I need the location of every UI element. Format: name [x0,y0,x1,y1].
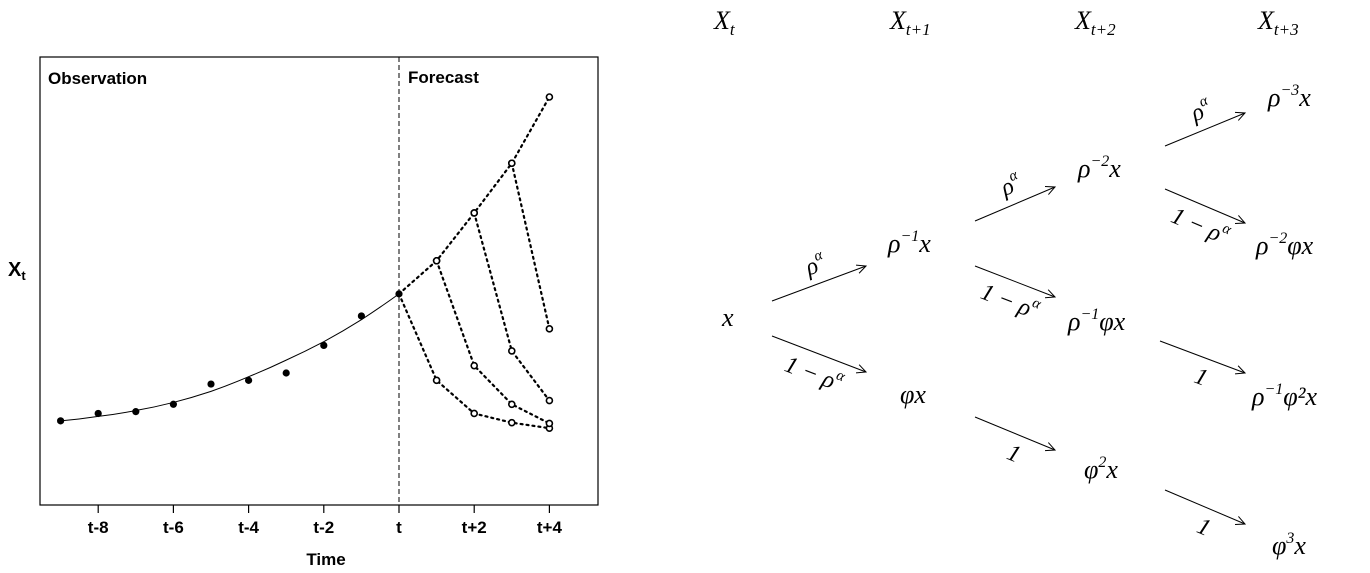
forecast-point [507,347,516,355]
edge-label-one-minus-rho-alpha: 1 − ρα [977,276,1044,325]
observed-point [320,341,328,349]
forecast-point [470,409,479,418]
x-tick-label: t-6 [163,518,184,537]
column-header-xt3: Xt+3 [1257,6,1299,39]
tree-edge [1164,489,1246,525]
forecast-point [545,396,554,405]
observed-point [169,400,177,408]
forecast-point [545,93,554,101]
tree-edge [1164,112,1246,147]
forecast-path [473,211,551,402]
forecast-point [432,256,441,265]
y-axis-label-sub: t [21,268,26,283]
node-rho-inv-phi-x: ρ−1φx [1067,306,1126,336]
node-phi3-x: φ3x [1272,530,1306,560]
tree-edge [974,186,1056,222]
y-axis-label: Xt [8,259,26,283]
observed-point [132,408,140,416]
observed-point [57,417,65,425]
forecast-path [397,292,551,430]
edge-label-one-minus-rho-alpha: 1 − ρα [1167,200,1234,250]
node-rho-inv-x: ρ−1x [887,228,931,258]
fitted-curve [60,293,400,422]
tree-edge-arrowhead [1234,516,1247,525]
observed-points [57,290,403,425]
tree-edge-arrowhead [1044,442,1057,452]
observed-point [207,380,215,388]
forecast-point [470,361,479,370]
annotation-observation: Observation [48,69,147,88]
tree-edge-arrowhead [1044,289,1057,299]
edge-label-rho-alpha: ρα [995,167,1026,202]
x-tick-label: t+2 [462,518,487,537]
node-phi2-x: φ2x [1084,454,1118,484]
node-x: x [721,303,734,332]
node-rho-inv2-phi-x: ρ−2φx [1255,230,1314,260]
observed-point [282,369,290,377]
forecast-point [545,419,554,428]
annotation-forecast: Forecast [408,68,479,87]
tree-edge-arrowhead [1234,111,1247,121]
forecast-path [435,259,551,425]
forecast-point [507,400,516,409]
forecast-point [507,159,516,168]
x-tick-label: t [396,518,402,537]
tree-edge [771,335,867,373]
y-axis-label-base: X [8,259,22,281]
tree-edge [771,265,867,302]
edge-label-one: 1 [1193,513,1214,542]
forecast-path [397,95,551,295]
tree-edge [1164,188,1246,224]
probability-tree: Xt Xt+1 Xt+2 Xt+3 x ρ−1x φx ρ−2x ρ−1φx φ… [713,6,1317,560]
tree-edge [974,416,1056,451]
x-tick-label: t+4 [537,518,563,537]
observed-point [245,376,253,384]
forecast-path [510,162,551,330]
edge-label-one: 1 [1191,363,1211,392]
observed-point [395,290,403,298]
edge-label-one-minus-rho-alpha: 1 − ρα [781,349,848,398]
plot-frame [39,56,599,506]
node-rho-inv3-x: ρ−3x [1267,82,1311,112]
column-header-xt2: Xt+2 [1074,6,1116,39]
forecast-paths [397,93,554,433]
forecast-point [470,209,479,217]
observed-point [94,409,102,418]
edge-label-rho-alpha: ρα [1185,92,1216,127]
tree-edge-arrowhead [855,364,868,374]
tree-edge-arrowhead [855,264,868,274]
forecast-point [432,376,441,385]
column-header-xt1: Xt+1 [889,6,931,39]
tree-edge-arrowhead [1044,186,1057,195]
x-tick-label: t-2 [313,518,334,537]
tree-edge-arrowhead [1234,215,1247,224]
column-header-xt: Xt [713,6,736,39]
forecast-point [507,418,516,427]
tree-edge [974,265,1056,298]
x-ticks: t-8 t-6 t-4 t-2 t t+2 t+4 [88,505,563,537]
tree-edge-arrowhead [1234,365,1247,375]
x-axis-label: Time [306,550,345,569]
edge-label-one: 1 [1003,440,1024,469]
forecast-point [545,325,554,333]
tree-edges: ρα 1 − ρα ρα 1 − ρα 1 ρα 1 − ρα 1 1 [771,92,1247,542]
x-tick-label: t-8 [88,518,109,537]
observed-point [357,312,365,320]
node-rho-inv-phi2-x: ρ−1φ²x [1251,381,1317,411]
node-rho-inv2-x: ρ−2x [1077,153,1121,183]
node-phi-x: φx [900,380,926,409]
tree-edge [1159,340,1246,374]
x-tick-label: t-4 [238,518,259,537]
edge-label-rho-alpha: ρα [800,247,830,282]
